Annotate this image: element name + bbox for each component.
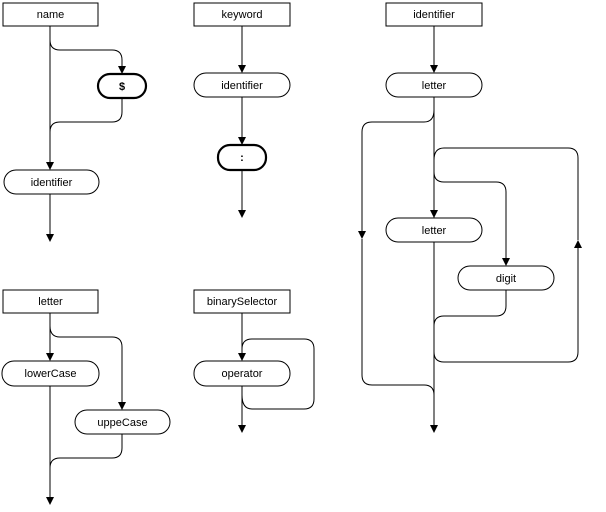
diagram-keyword: keyword identifier :: [193, 2, 291, 218]
node-identifier-label: identifier: [221, 80, 263, 92]
node-letter-label: letter: [422, 80, 447, 92]
rule-title-keyword: keyword: [222, 9, 263, 21]
arrow-head: [46, 497, 54, 505]
node-uppecase-label: uppeCase: [97, 417, 147, 429]
arrow-head: [358, 231, 366, 239]
diagram-binaryselector: binarySelector operator: [193, 289, 315, 433]
arrow-head: [238, 210, 246, 218]
node-letter-repeat: [385, 217, 483, 243]
node-identifier: [3, 169, 100, 195]
flow-line: [49, 325, 123, 402]
literal-colon: :: [240, 152, 244, 164]
arrow-head: [46, 162, 54, 170]
diagram-name: name $ identifier: [2, 2, 148, 242]
arrow-head: [118, 402, 126, 410]
arrow-head: [118, 66, 126, 74]
arrow-head: [502, 258, 510, 266]
flow-line: [49, 434, 123, 469]
diagram-letter: letter lowerCase uppeCase: [1, 289, 171, 505]
rule-title-name: name: [37, 9, 65, 21]
flow-line: [361, 239, 435, 396]
arrow-head: [238, 65, 246, 73]
arrow-head: [430, 210, 438, 218]
diagram-identifier: identifier letter letter digit: [358, 2, 582, 433]
node-identifier-label: identifier: [31, 177, 73, 189]
arrow-head: [430, 65, 438, 73]
node-letter-repeat-label: letter: [422, 225, 447, 237]
flow-line: [433, 147, 579, 240]
rule-title-letter: letter: [38, 296, 63, 308]
flow-line: [49, 98, 123, 133]
flow-line: [433, 171, 507, 258]
arrow-head: [238, 137, 246, 145]
arrow-head: [46, 234, 54, 242]
arrow-head: [574, 240, 582, 248]
rule-title-binaryselector: binarySelector: [207, 296, 278, 308]
arrow-head: [238, 353, 246, 361]
flow-line: [241, 338, 315, 410]
arrow-head: [430, 425, 438, 433]
node-operator-label: operator: [222, 368, 263, 380]
literal-dollar: $: [119, 81, 125, 93]
node-digit-label: digit: [496, 273, 516, 285]
arrow-head: [238, 425, 246, 433]
flow-line: [433, 290, 507, 327]
flow-line: [49, 26, 123, 66]
node-lowercase-label: lowerCase: [25, 368, 77, 380]
rule-title-identifier: identifier: [413, 9, 455, 21]
flow-line: [361, 109, 435, 231]
flow-line: [433, 248, 579, 363]
arrow-head: [46, 353, 54, 361]
